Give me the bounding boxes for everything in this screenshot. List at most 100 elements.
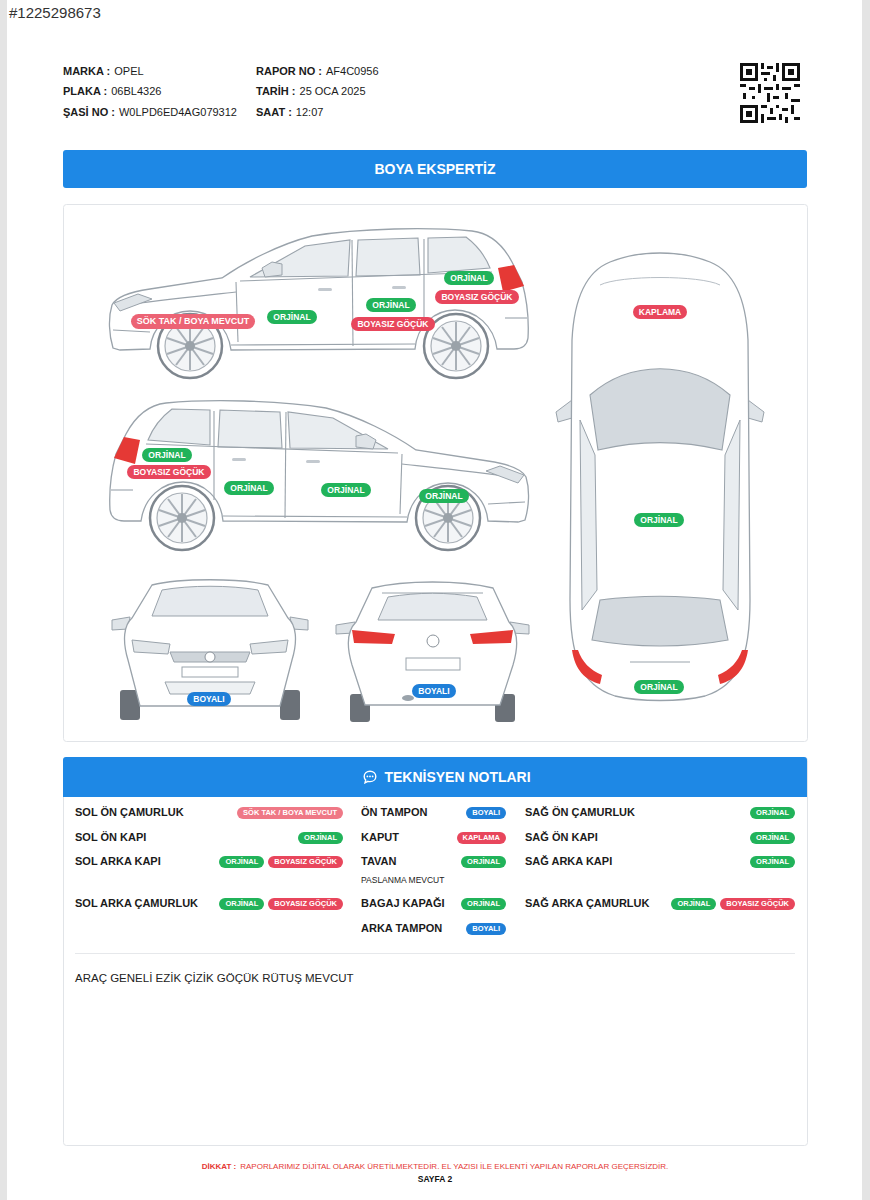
pill-text: ORJİNAL	[148, 450, 185, 460]
part-name: SOL ARKA ÇAMURLUK	[75, 897, 198, 911]
status-pill: SÖK TAK / BOYA MEVCUT	[131, 314, 256, 329]
status-pill: ORJİNAL	[750, 856, 795, 868]
part-name-text: SOL ARKA KAPI	[75, 855, 161, 869]
general-note: ARAÇ GENELİ EZİK ÇİZİK GÖÇÜK RÜTUŞ MEVCU…	[75, 971, 354, 985]
status-pill: BOYALI	[466, 807, 506, 819]
status-pill: ORJİNAL	[750, 832, 795, 844]
general-note-text: ARAÇ GENELİ EZİK ÇİZİK GÖÇÜK RÜTUŞ MEVCU…	[75, 971, 354, 985]
status-pill: BOYALI	[412, 684, 455, 698]
report-field-text: RAPOR NO :	[256, 65, 322, 79]
status-pill: ORJİNAL	[142, 448, 191, 462]
pill-text: ORJİNAL	[677, 899, 710, 908]
badge	[205, 652, 215, 662]
report-field-text: W0LPD6ED4AG079312	[119, 106, 237, 120]
report-field: PLAKA :06BL4326	[63, 85, 161, 99]
status-pill: BOYASIZ GÖÇÜK	[127, 465, 210, 479]
status-pill: KAPLAMA	[633, 305, 688, 319]
wiper	[630, 661, 690, 662]
status-pill: BOYASIZ GÖÇÜK	[351, 317, 434, 331]
pill-text: ORJİNAL	[756, 833, 789, 842]
report-field-text: 06BL4326	[111, 85, 161, 99]
windshield	[152, 586, 268, 616]
report-field-text: MARKA :	[63, 65, 110, 79]
car-top-view	[556, 253, 764, 701]
status-pill: ORJİNAL	[419, 489, 468, 503]
report-field-text: ŞASİ NO :	[63, 106, 115, 120]
status-pill: BOYALI	[187, 692, 230, 706]
page-number: SAYFA 2	[418, 1174, 452, 1185]
grille	[170, 652, 250, 662]
status-pill: ORJİNAL	[461, 898, 506, 910]
pill-text: ORJİNAL	[756, 857, 789, 866]
car-right-side	[110, 401, 529, 550]
part-name-text: ÖN TAMPON	[361, 806, 427, 820]
footer-warning-text: DİKKAT :	[202, 1162, 237, 1172]
report-field-text: 12:07	[296, 106, 324, 120]
hood-line	[600, 278, 720, 286]
pill-text: BOYASIZ GÖÇÜK	[441, 292, 512, 302]
report-field-text: SAAT :	[256, 106, 292, 120]
page-number-text: SAYFA 2	[418, 1174, 452, 1185]
taillight-mark	[352, 630, 395, 644]
part-name-text: SAĞ ÖN KAPI	[525, 831, 598, 845]
pill-text: ORJİNAL	[640, 682, 677, 692]
part-name-text: TAVAN	[361, 855, 396, 869]
pill-text: ORJİNAL	[756, 808, 789, 817]
pill-text: BOYASIZ GÖÇÜK	[133, 467, 204, 477]
pill-text: KAPLAMA	[639, 307, 682, 317]
car-rear-view	[336, 582, 529, 722]
rear-window	[592, 596, 728, 646]
status-pill: ORJİNAL	[461, 856, 506, 868]
part-name: ARKA TAMPON	[361, 922, 442, 936]
part-name: SOL ARKA KAPI	[75, 855, 161, 869]
pill-text: ORJİNAL	[467, 899, 500, 908]
pill-text: BOYALI	[472, 924, 500, 933]
listing-number: #1225298673	[9, 4, 101, 23]
pill-text: ORJİNAL	[425, 491, 462, 501]
status-pill: ORJİNAL	[750, 807, 795, 819]
chat-icon	[363, 770, 377, 784]
report-field: RAPOR NO : AF4C0956	[256, 65, 379, 79]
qr-code	[740, 63, 800, 123]
side-mirror	[748, 400, 764, 422]
status-pill: BOYASIZ GÖÇÜK	[435, 290, 518, 304]
band-text: TEKNİSYEN NOTLARI	[384, 769, 530, 785]
pill-text: ORJİNAL	[273, 312, 310, 322]
report-field-text: 25 OCA 2025	[300, 85, 366, 99]
taillight-mark	[470, 630, 513, 644]
notes-band: TEKNİSYEN NOTLARI	[63, 757, 807, 797]
taillight-mark	[572, 650, 602, 684]
pill-text: BOYASIZ GÖÇÜK	[274, 899, 337, 908]
status-pill: ORJİNAL	[298, 832, 343, 844]
status-pill: ORJİNAL	[219, 856, 264, 868]
pill-text: ORJİNAL	[327, 485, 364, 495]
status-pill: ORJİNAL	[444, 271, 493, 285]
pill-text: SÖK TAK / BOYA MEVCUT	[243, 808, 337, 817]
pill-text: SÖK TAK / BOYA MEVCUT	[137, 316, 250, 326]
report-field-text: AF4C0956	[326, 65, 379, 79]
pill-text: ORJİNAL	[640, 515, 677, 525]
footer-warning-text: RAPORLARIMIZ DİJİTAL OLARAK ÜRETİLMEKTED…	[240, 1162, 668, 1172]
part-name-text: KAPUT	[361, 831, 399, 845]
status-pill: BOYALI	[466, 923, 506, 935]
part-note: PASLANMA MEVCUT	[361, 875, 444, 886]
car-body	[125, 580, 296, 706]
status-pill: ORJİNAL	[267, 310, 316, 324]
page-margin	[0, 0, 7, 1200]
badge	[427, 635, 439, 647]
pill-text: BOYASIZ GÖÇÜK	[357, 319, 428, 329]
pill-text: ORJİNAL	[304, 833, 337, 842]
pill-text: ORJİNAL	[372, 300, 409, 310]
notes-panel	[64, 758, 808, 1146]
diagram-panel	[64, 205, 808, 742]
part-name: SAĞ ÖN ÇAMURLUK	[525, 806, 635, 820]
plate	[182, 667, 238, 677]
status-pill: BOYASIZ GÖÇÜK	[268, 856, 343, 868]
headlight	[132, 640, 170, 654]
pill-text: ORJİNAL	[467, 857, 500, 866]
part-name-text: SAĞ ARKA ÇAMURLUK	[525, 897, 649, 911]
report-field: TARİH :25 OCA 2025	[256, 85, 366, 99]
part-name: BAGAJ KAPAĞI	[361, 897, 445, 911]
part-name-text: SOL ÖN KAPI	[75, 831, 146, 845]
